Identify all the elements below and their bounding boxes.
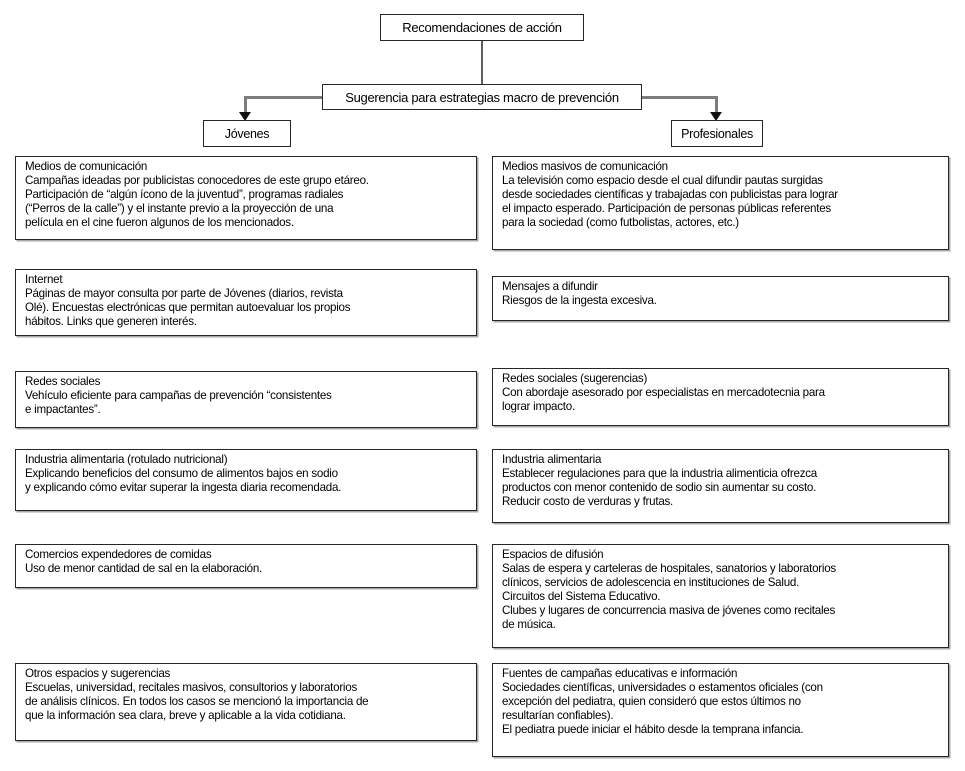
node-right-espacios-de-difusion: Espacios de difusión Salas de espera y c… [492, 544, 949, 648]
root-label: Recomendaciones de acción [402, 20, 562, 35]
arrow-down-icon [710, 112, 722, 121]
node-body: Campañas ideadas por publicistas conoced… [25, 174, 369, 229]
node-body: Sociedades científicas, universidades o … [502, 681, 823, 736]
strategy-label: Sugerencia para estrategias macro de pre… [345, 89, 619, 105]
node-body: Riesgos de la ingesta excesiva. [502, 294, 657, 307]
node-root-title: Recomendaciones de acción [380, 14, 584, 41]
connector-strategy-right [641, 96, 718, 99]
node-body: Explicando beneficios del consumo de ali… [25, 467, 342, 494]
node-title: Otros espacios y sugerencias [25, 667, 171, 680]
node-title: Mensajes a difundir [502, 280, 598, 293]
node-body: Salas de espera y carteleras de hospital… [502, 562, 836, 631]
connector-drop-right [715, 96, 718, 113]
node-title: Medios de comunicación [25, 160, 148, 173]
node-left-internet: Internet Páginas de mayor consulta por p… [15, 269, 477, 336]
node-right-fuentes-de-campanas: Fuentes de campañas educativas e informa… [492, 663, 949, 757]
node-left-otros-espacios: Otros espacios y sugerencias Escuelas, u… [15, 663, 477, 741]
node-right-mensajes-a-difundir: Mensajes a difundir Riesgos de la ingest… [492, 276, 949, 321]
node-body: Uso de menor cantidad de sal en la elabo… [25, 562, 263, 575]
node-title: Comercios expendedores de comidas [25, 548, 212, 561]
node-left-medios-de-comunicacion: Medios de comunicación Campañas ideadas … [15, 156, 477, 240]
arrow-down-icon [239, 112, 251, 121]
node-title: Redes sociales [25, 375, 101, 388]
node-left-industria-alimentaria: Industria alimentaria (rotulado nutricio… [15, 449, 477, 511]
node-strategy: Sugerencia para estrategias macro de pre… [322, 84, 642, 110]
branch-right-label: Profesionales [681, 126, 753, 141]
node-left-comercios: Comercios expendedores de comidas Uso de… [15, 544, 477, 588]
node-title: Medios masivos de comunicación [502, 160, 668, 173]
node-body: Escuelas, universidad, recitales masivos… [25, 681, 369, 722]
node-title: Industria alimentaria [502, 453, 602, 466]
node-title: Espacios de difusión [502, 548, 604, 561]
node-branch-jovenes: Jóvenes [203, 120, 291, 147]
connector-strategy-left [245, 96, 323, 99]
node-right-medios-masivos: Medios masivos de comunicación La televi… [492, 156, 949, 250]
node-title: Fuentes de campañas educativas e informa… [502, 667, 738, 680]
node-body: Vehículo eficiente para campañas de prev… [25, 389, 332, 416]
node-body: Con abordaje asesorado por especialistas… [502, 386, 825, 413]
node-title: Redes sociales (sugerencias) [502, 372, 648, 385]
node-right-industria-alimentaria: Industria alimentaria Establecer regulac… [492, 449, 949, 523]
node-title: Industria alimentaria (rotulado nutricio… [25, 453, 228, 466]
node-title: Internet [25, 273, 63, 286]
node-body: Establecer regulaciones para que la indu… [502, 467, 817, 508]
node-body: Páginas de mayor consulta por parte de J… [25, 287, 351, 328]
node-branch-profesionales: Profesionales [671, 120, 763, 147]
connector-drop-left [244, 96, 247, 113]
node-right-redes-sociales-sugerencias: Redes sociales (sugerencias) Con abordaj… [492, 368, 949, 426]
node-body: La televisión como espacio desde el cual… [502, 174, 838, 229]
node-left-redes-sociales: Redes sociales Vehículo eficiente para c… [15, 371, 477, 428]
connector-root-to-strategy [481, 41, 483, 84]
branch-left-label: Jóvenes [224, 126, 270, 141]
